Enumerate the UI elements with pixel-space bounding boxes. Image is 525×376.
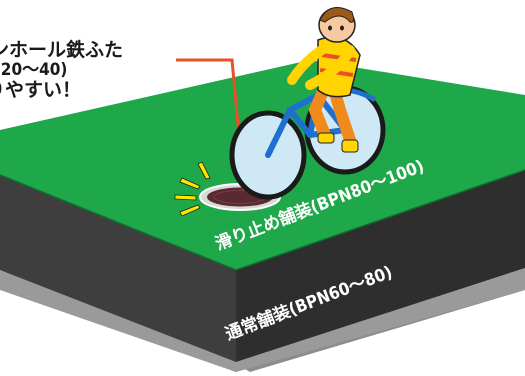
cyclist-illustration — [229, 7, 386, 200]
pavement-side-left — [0, 175, 236, 372]
pavement-side-right — [236, 170, 525, 362]
pavement-bottom-edge — [0, 268, 525, 372]
callout-line-3: りやすい！ — [0, 79, 82, 102]
manhole-callout: ンホール鉄ふた N20〜40) りやすい！ — [0, 39, 124, 102]
callout-line-2: N20〜40) — [0, 60, 68, 81]
callout-line-1: ンホール鉄ふた — [0, 39, 124, 61]
